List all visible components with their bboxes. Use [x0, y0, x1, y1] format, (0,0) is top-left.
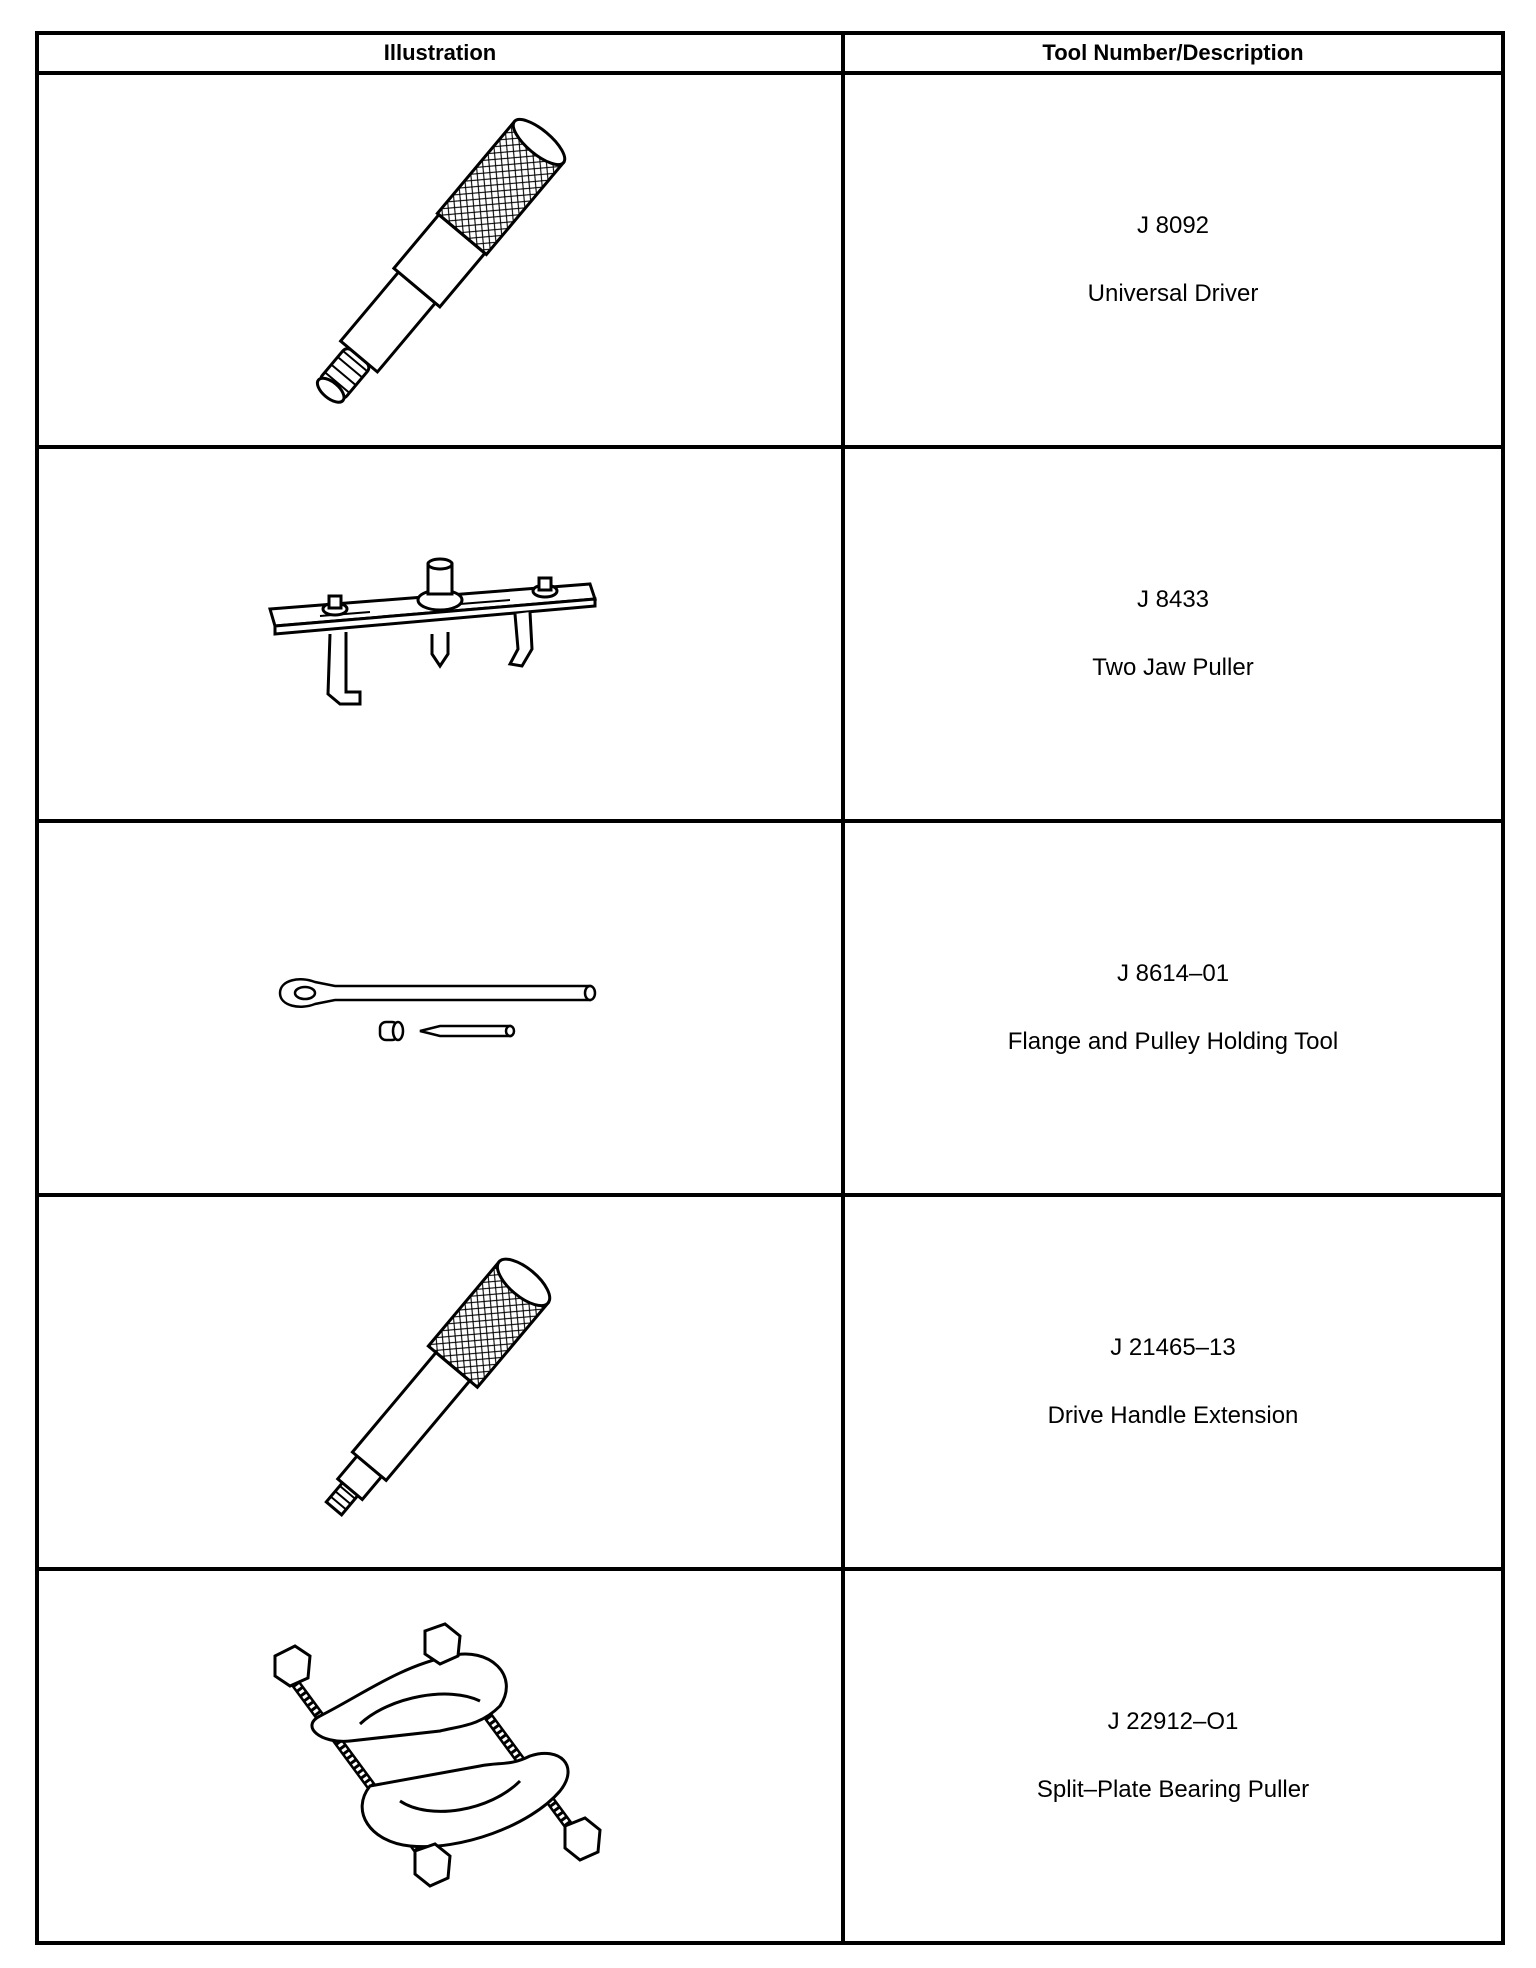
illustration-cell [35, 819, 845, 1197]
table-row: J 8433 Two Jaw Puller [35, 445, 1505, 823]
tool-name: Split–Plate Bearing Puller [1036, 1776, 1310, 1803]
tool-description-cell: J 8092 Universal Driver [841, 71, 1505, 449]
illustration-column-header: Illustration [35, 31, 845, 75]
table-header-row: Illustration Tool Number/Description [35, 31, 1505, 75]
tool-column-header: Tool Number/Description [841, 31, 1505, 75]
split-plate-bearing-puller-icon [273, 1622, 602, 1888]
tool-name: Two Jaw Puller [1092, 654, 1254, 681]
table-row: J 22912–O1 Split–Plate Bearing Puller [35, 1567, 1505, 1945]
two-jaw-puller-icon [268, 557, 598, 706]
illustration-cell [35, 1193, 845, 1571]
illustration-cell [35, 1567, 845, 1945]
tool-number: J 8092 [1136, 212, 1210, 239]
tool-description-cell: J 22912–O1 Split–Plate Bearing Puller [841, 1567, 1505, 1945]
tool-description-cell: J 8433 Two Jaw Puller [841, 445, 1505, 823]
tool-description-cell: J 8614–01 Flange and Pulley Holding Tool [841, 819, 1505, 1197]
table-row: J 8092 Universal Driver [35, 71, 1505, 449]
tool-number: J 8614–01 [1116, 960, 1230, 987]
tool-name: Flange and Pulley Holding Tool [1007, 1028, 1339, 1055]
illustration-cell [35, 71, 845, 449]
tool-number: J 8433 [1136, 586, 1210, 613]
flange-holding-tool-icon [278, 978, 597, 1042]
table-row: J 21465–13 Drive Handle Extension [35, 1193, 1505, 1571]
tool-name: Drive Handle Extension [1047, 1402, 1299, 1429]
universal-driver-icon [315, 117, 567, 404]
tool-name: Universal Driver [1087, 280, 1259, 307]
tool-number: J 22912–O1 [1107, 1708, 1239, 1735]
special-tools-table: Illustration Tool Number/Description J 8… [35, 31, 1505, 1945]
table-row: J 8614–01 Flange and Pulley Holding Tool [35, 819, 1505, 1197]
illustration-cell [35, 445, 845, 823]
drive-handle-extension-icon [324, 1257, 552, 1517]
tool-number: J 21465–13 [1110, 1334, 1236, 1361]
tool-description-cell: J 21465–13 Drive Handle Extension [841, 1193, 1505, 1571]
